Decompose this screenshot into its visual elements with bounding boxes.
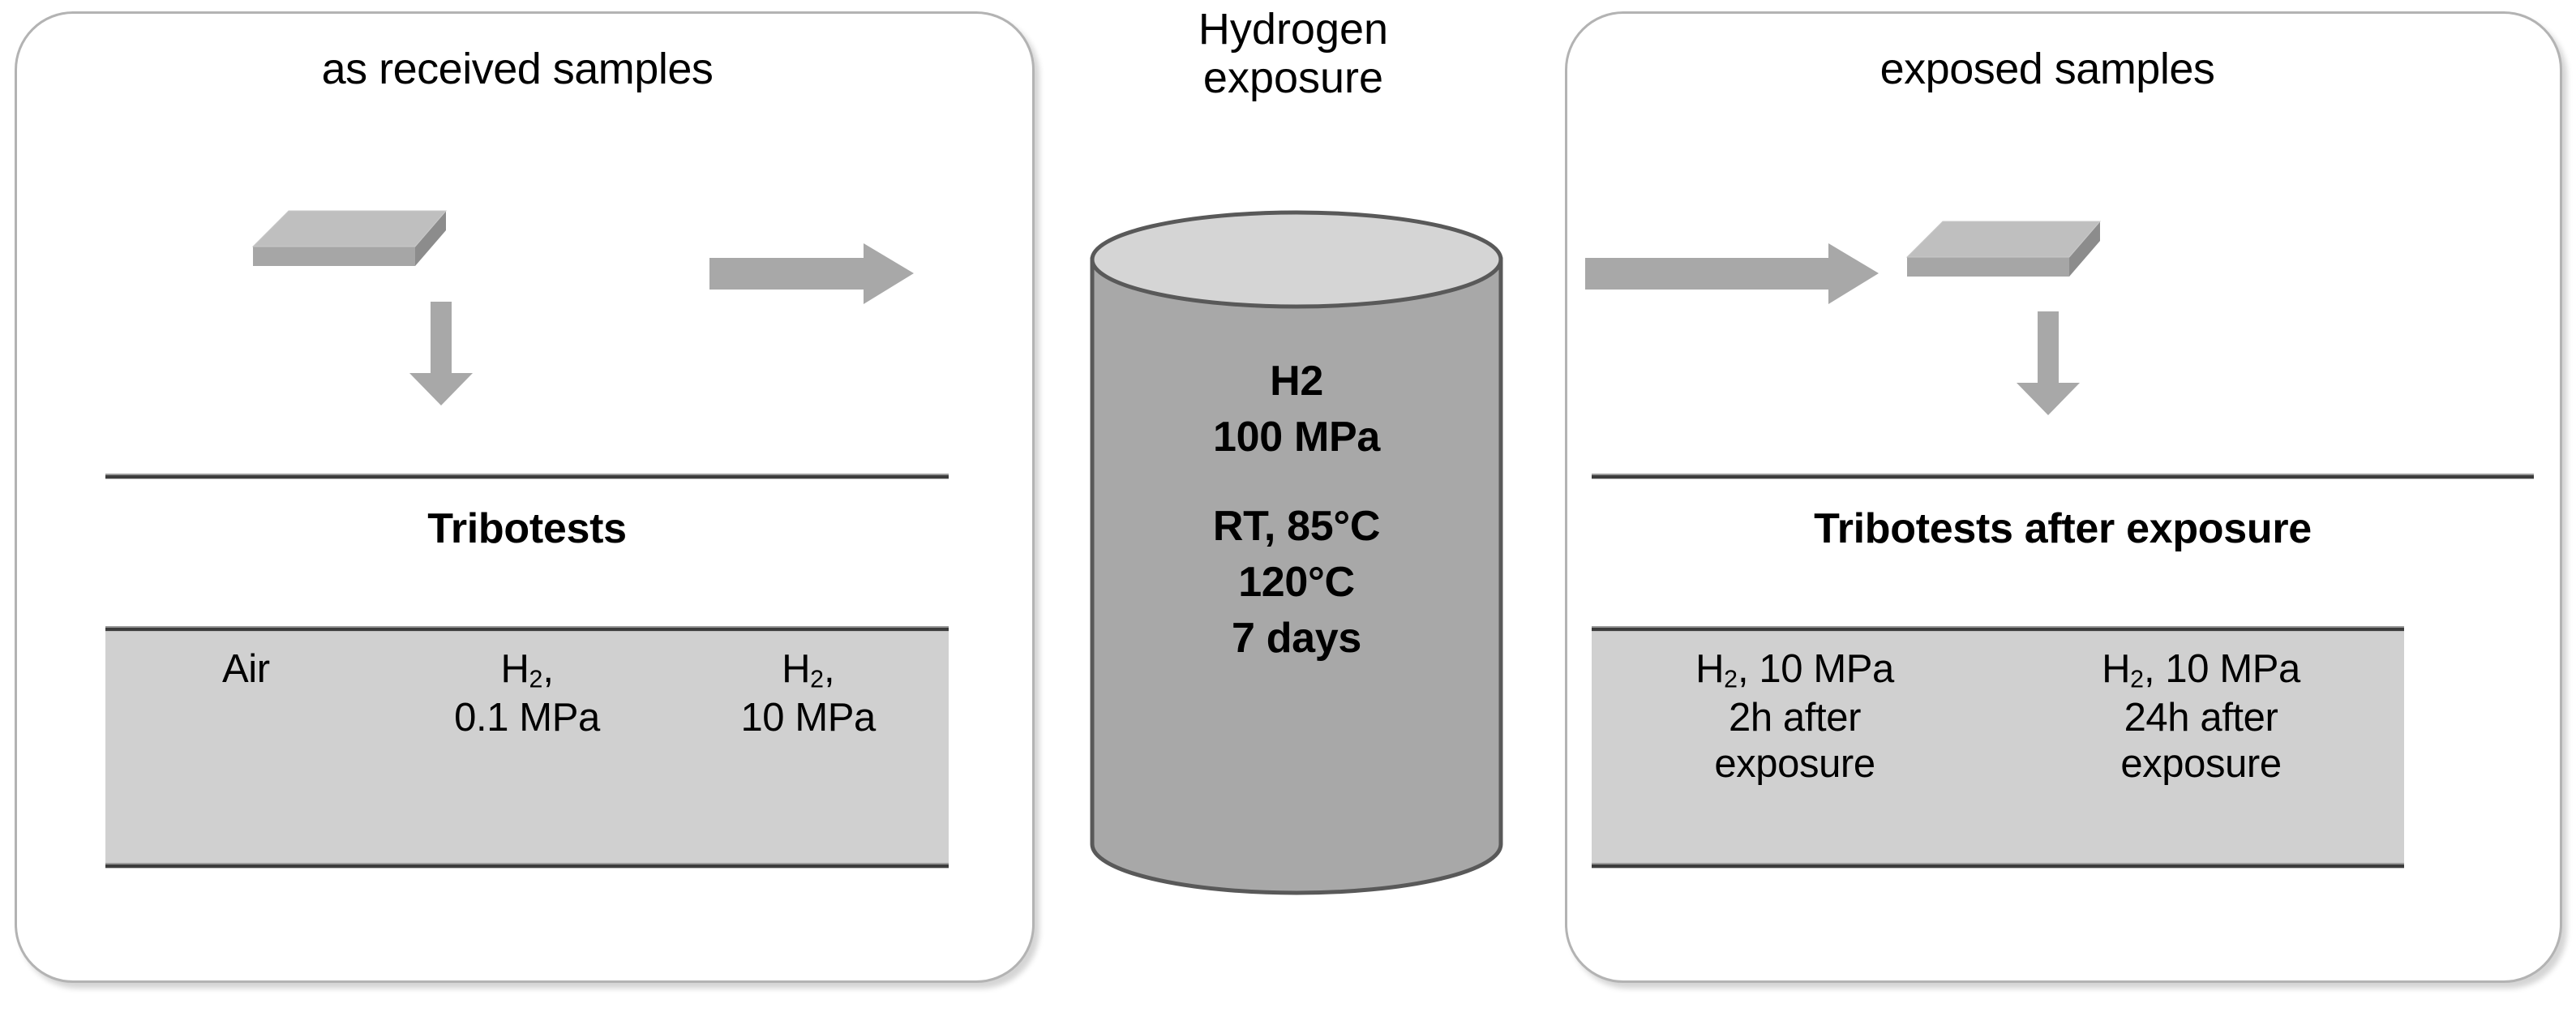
arrow-down-icon bbox=[409, 302, 473, 405]
right-panel-title: exposed samples bbox=[1879, 45, 2215, 93]
pressure-vessel-cylinder-icon bbox=[1089, 209, 1504, 895]
left-section-heading: Tribotests bbox=[427, 505, 627, 552]
cylinder-line-4: 120°C bbox=[1238, 558, 1355, 606]
cell-line-2: 0.1 MPa bbox=[454, 695, 600, 740]
left-conditions-table: Air H2, 0.1 MPa H2, 10 MPa bbox=[105, 632, 949, 868]
center-title-line-2: exposure bbox=[1202, 54, 1384, 103]
arrow-down-icon bbox=[2017, 311, 2080, 415]
cell-line-2: 24h after bbox=[2124, 695, 2278, 740]
arrow-right-icon bbox=[1585, 243, 1879, 304]
cell-line-3: exposure bbox=[2120, 742, 2282, 787]
table-cell: H2, 10 MPa 24h after exposure bbox=[1998, 632, 2404, 868]
cylinder-line-5: 7 days bbox=[1231, 614, 1362, 662]
divider-above-left-table bbox=[105, 626, 949, 632]
table-cell: H2, 10 MPa 2h after exposure bbox=[1592, 632, 1998, 868]
cylinder-line-3: RT, 85°C bbox=[1212, 503, 1381, 551]
divider-above-right-table bbox=[1592, 626, 2404, 632]
table-cell: H2, 0.1 MPa bbox=[387, 632, 668, 868]
cylinder-text-spacer bbox=[1089, 465, 1504, 499]
cell-line-2: 2h after bbox=[1729, 695, 1861, 740]
right-section-heading: Tribotests after exposure bbox=[1814, 505, 2312, 552]
cylinder-line-2: 100 MPa bbox=[1212, 413, 1381, 461]
divider-above-tribotests bbox=[105, 474, 949, 479]
right-conditions-table: H2, 10 MPa 2h after exposure H2, 10 MPa … bbox=[1592, 632, 2404, 868]
arrow-right-icon bbox=[709, 243, 914, 304]
divider-below-right-table bbox=[1592, 863, 2404, 869]
center-title-line-1: Hydrogen bbox=[1198, 5, 1389, 54]
cell-line-1: H2, bbox=[500, 647, 554, 693]
cell-line-3: exposure bbox=[1714, 742, 1875, 787]
cell-line-2: 10 MPa bbox=[740, 695, 876, 740]
cell-line-1: H2, 10 MPa bbox=[2102, 647, 2300, 693]
divider-below-left-table bbox=[105, 863, 949, 869]
cell-line-1: Air bbox=[221, 647, 270, 691]
table-cell: H2, 10 MPa bbox=[667, 632, 949, 868]
cell-line-1: H2, 10 MPa bbox=[1695, 647, 1894, 693]
sample-plate-3d-icon bbox=[1897, 215, 2102, 288]
cell-line-1: H2, bbox=[782, 647, 835, 693]
cylinder-line-1: H2 bbox=[1270, 358, 1323, 405]
divider-above-tribotests-after-exposure bbox=[1592, 474, 2534, 479]
cylinder-conditions-text: H2 100 MPa RT, 85°C 120°C 7 days bbox=[1089, 354, 1504, 666]
sample-plate-3d-icon bbox=[243, 204, 448, 277]
table-cell: Air bbox=[105, 632, 387, 868]
left-panel-title: as received samples bbox=[321, 45, 714, 93]
center-title: Hydrogen exposure bbox=[1046, 5, 1541, 103]
